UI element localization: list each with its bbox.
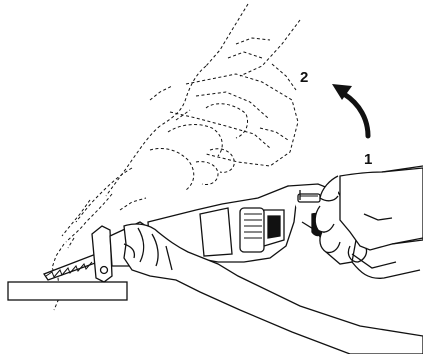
step-2-label: 2 (300, 69, 308, 86)
forearm-icon (381, 165, 423, 245)
step-1-label: 1 (364, 151, 372, 168)
rear-hand-icon (299, 167, 423, 263)
rotation-arrow-icon (332, 84, 371, 139)
ghost-saw-icon (51, 3, 301, 311)
workpiece-icon (7, 281, 128, 301)
front-hand-icon (123, 223, 423, 355)
